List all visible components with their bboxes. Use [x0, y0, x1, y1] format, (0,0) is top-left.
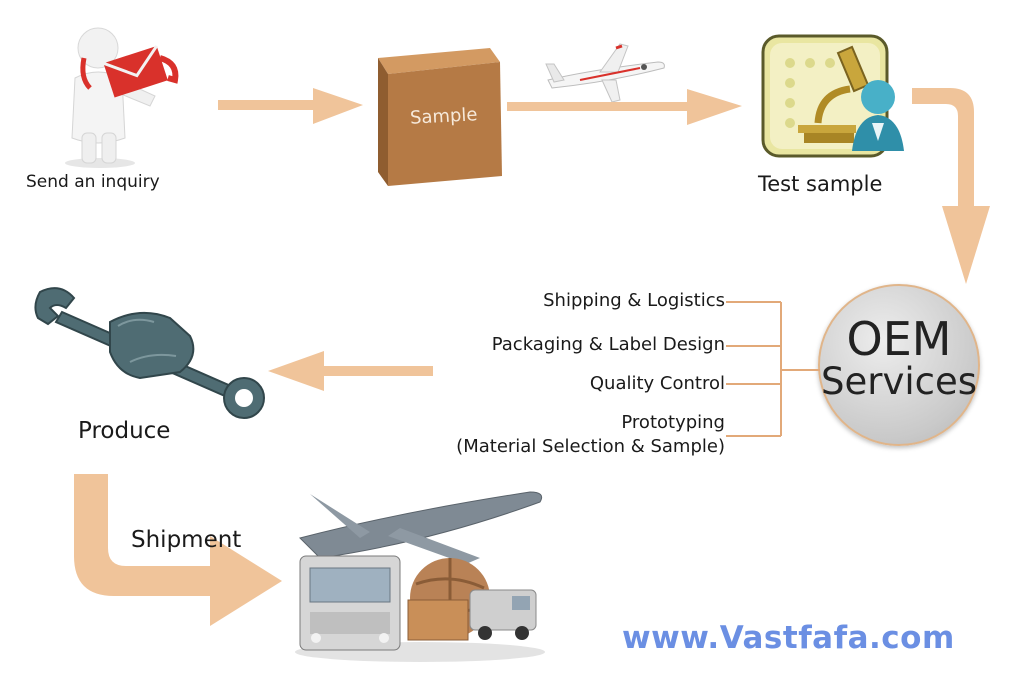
flow-arrow-4: [268, 349, 433, 393]
website-url[interactable]: www.Vastfafa.com: [622, 620, 955, 656]
service-item-prototyping: Prototyping: [621, 412, 725, 433]
service-item-prototyping-detail: (Material Selection & Sample): [456, 436, 725, 457]
step-produce-label: Produce: [78, 418, 171, 444]
step-test-sample-label: Test sample: [758, 172, 883, 196]
microscope-icon: [760, 33, 910, 163]
oem-title: OEM: [846, 312, 952, 366]
flow-arrow-2: [507, 87, 742, 127]
sample-box-icon: [370, 40, 510, 190]
flow-arrow-1: [218, 86, 363, 126]
oem-subtitle: Services: [820, 360, 978, 403]
step-send-inquiry-label: Send an inquiry: [26, 172, 160, 192]
flow-arrow-5: [74, 474, 284, 644]
service-item-packaging: Packaging & Label Design: [491, 334, 725, 355]
person-envelope-icon: [50, 18, 190, 168]
service-item-shipping: Shipping & Logistics: [543, 290, 725, 311]
oem-services-circle: OEM Services: [818, 284, 980, 446]
airplane-icon: [540, 40, 670, 105]
step-shipment-label: Shipment: [131, 527, 242, 553]
wrench-fist-icon: [30, 282, 270, 422]
transport-icon: [280, 488, 550, 666]
sample-box-label: Sample: [409, 104, 479, 129]
service-connector-lines: [726, 300, 826, 440]
service-item-quality: Quality Control: [589, 373, 725, 394]
flow-arrow-3: [912, 88, 992, 288]
